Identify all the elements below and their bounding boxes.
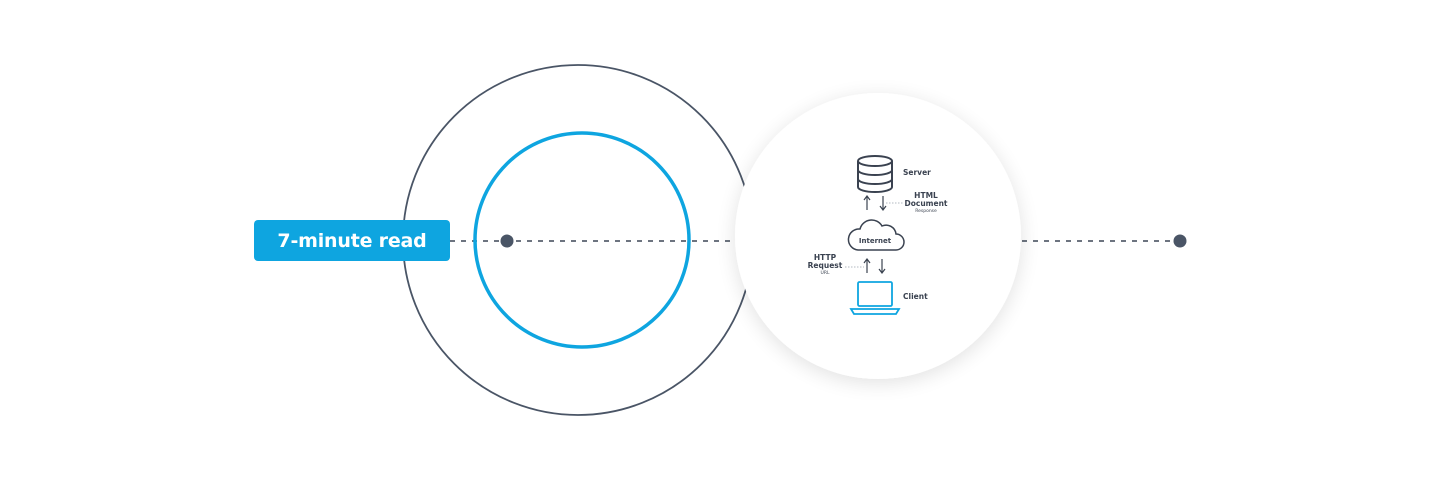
- server-arrows: [863, 195, 887, 211]
- response-sub: Response: [915, 208, 937, 214]
- laptop-icon: [849, 281, 901, 315]
- timeline-dot-right: [1173, 234, 1187, 248]
- response-title-2: Document: [905, 199, 948, 208]
- reading-time-badge: 7-minute read: [254, 220, 450, 261]
- client-arrows: [863, 258, 886, 274]
- response-title-1: HTML: [914, 191, 938, 200]
- timeline-dot-left: [500, 234, 514, 248]
- server-icon: [857, 155, 893, 193]
- request-title-1: HTTP: [814, 253, 837, 262]
- server-label: Server: [903, 168, 931, 177]
- outer-ring: [402, 64, 754, 416]
- request-sub: URL: [821, 270, 830, 276]
- request-title-2: Request: [808, 261, 843, 270]
- cloud-icon: [847, 219, 905, 251]
- inner-accent-ring: [473, 131, 691, 349]
- internet-label: Internet: [859, 237, 892, 245]
- client-label: Client: [903, 292, 928, 301]
